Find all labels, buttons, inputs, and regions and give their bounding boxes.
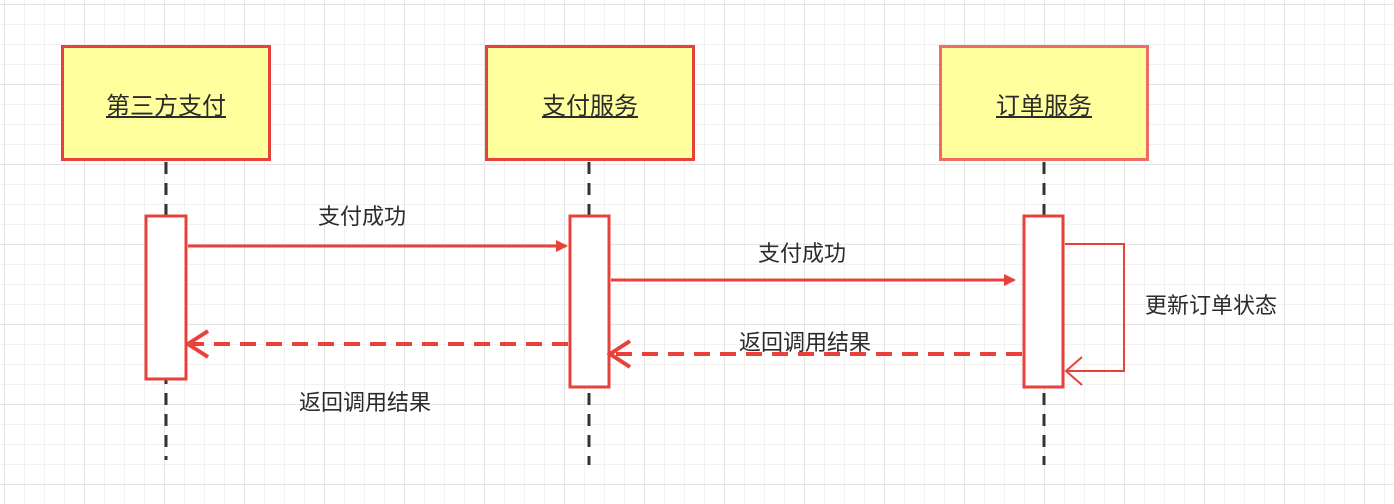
return-arrowhead-2	[184, 329, 210, 359]
participant-label: 支付服务	[542, 91, 638, 120]
return-label-2: 返回调用结果	[299, 391, 432, 416]
return-label-1: 返回调用结果	[739, 331, 872, 356]
self-message-arrow	[1065, 243, 1125, 372]
participant-third-party[interactable]: 第三方支付	[61, 45, 271, 161]
activation-bar-third-party	[144, 214, 188, 381]
participant-label: 第三方支付	[106, 91, 226, 120]
self-message-label: 更新订单状态	[1145, 294, 1278, 319]
participant-payment-service[interactable]: 支付服务	[485, 45, 695, 161]
activation-bar-order-service	[1022, 214, 1065, 389]
message-label-1: 支付成功	[318, 205, 407, 230]
participant-order-service[interactable]: 订单服务	[939, 45, 1149, 161]
self-message-arrowhead	[1064, 356, 1083, 386]
message-label-2: 支付成功	[758, 242, 847, 267]
participant-label: 订单服务	[996, 91, 1092, 120]
activation-bar-payment-service	[568, 214, 611, 389]
return-arrowhead-1	[606, 339, 632, 369]
